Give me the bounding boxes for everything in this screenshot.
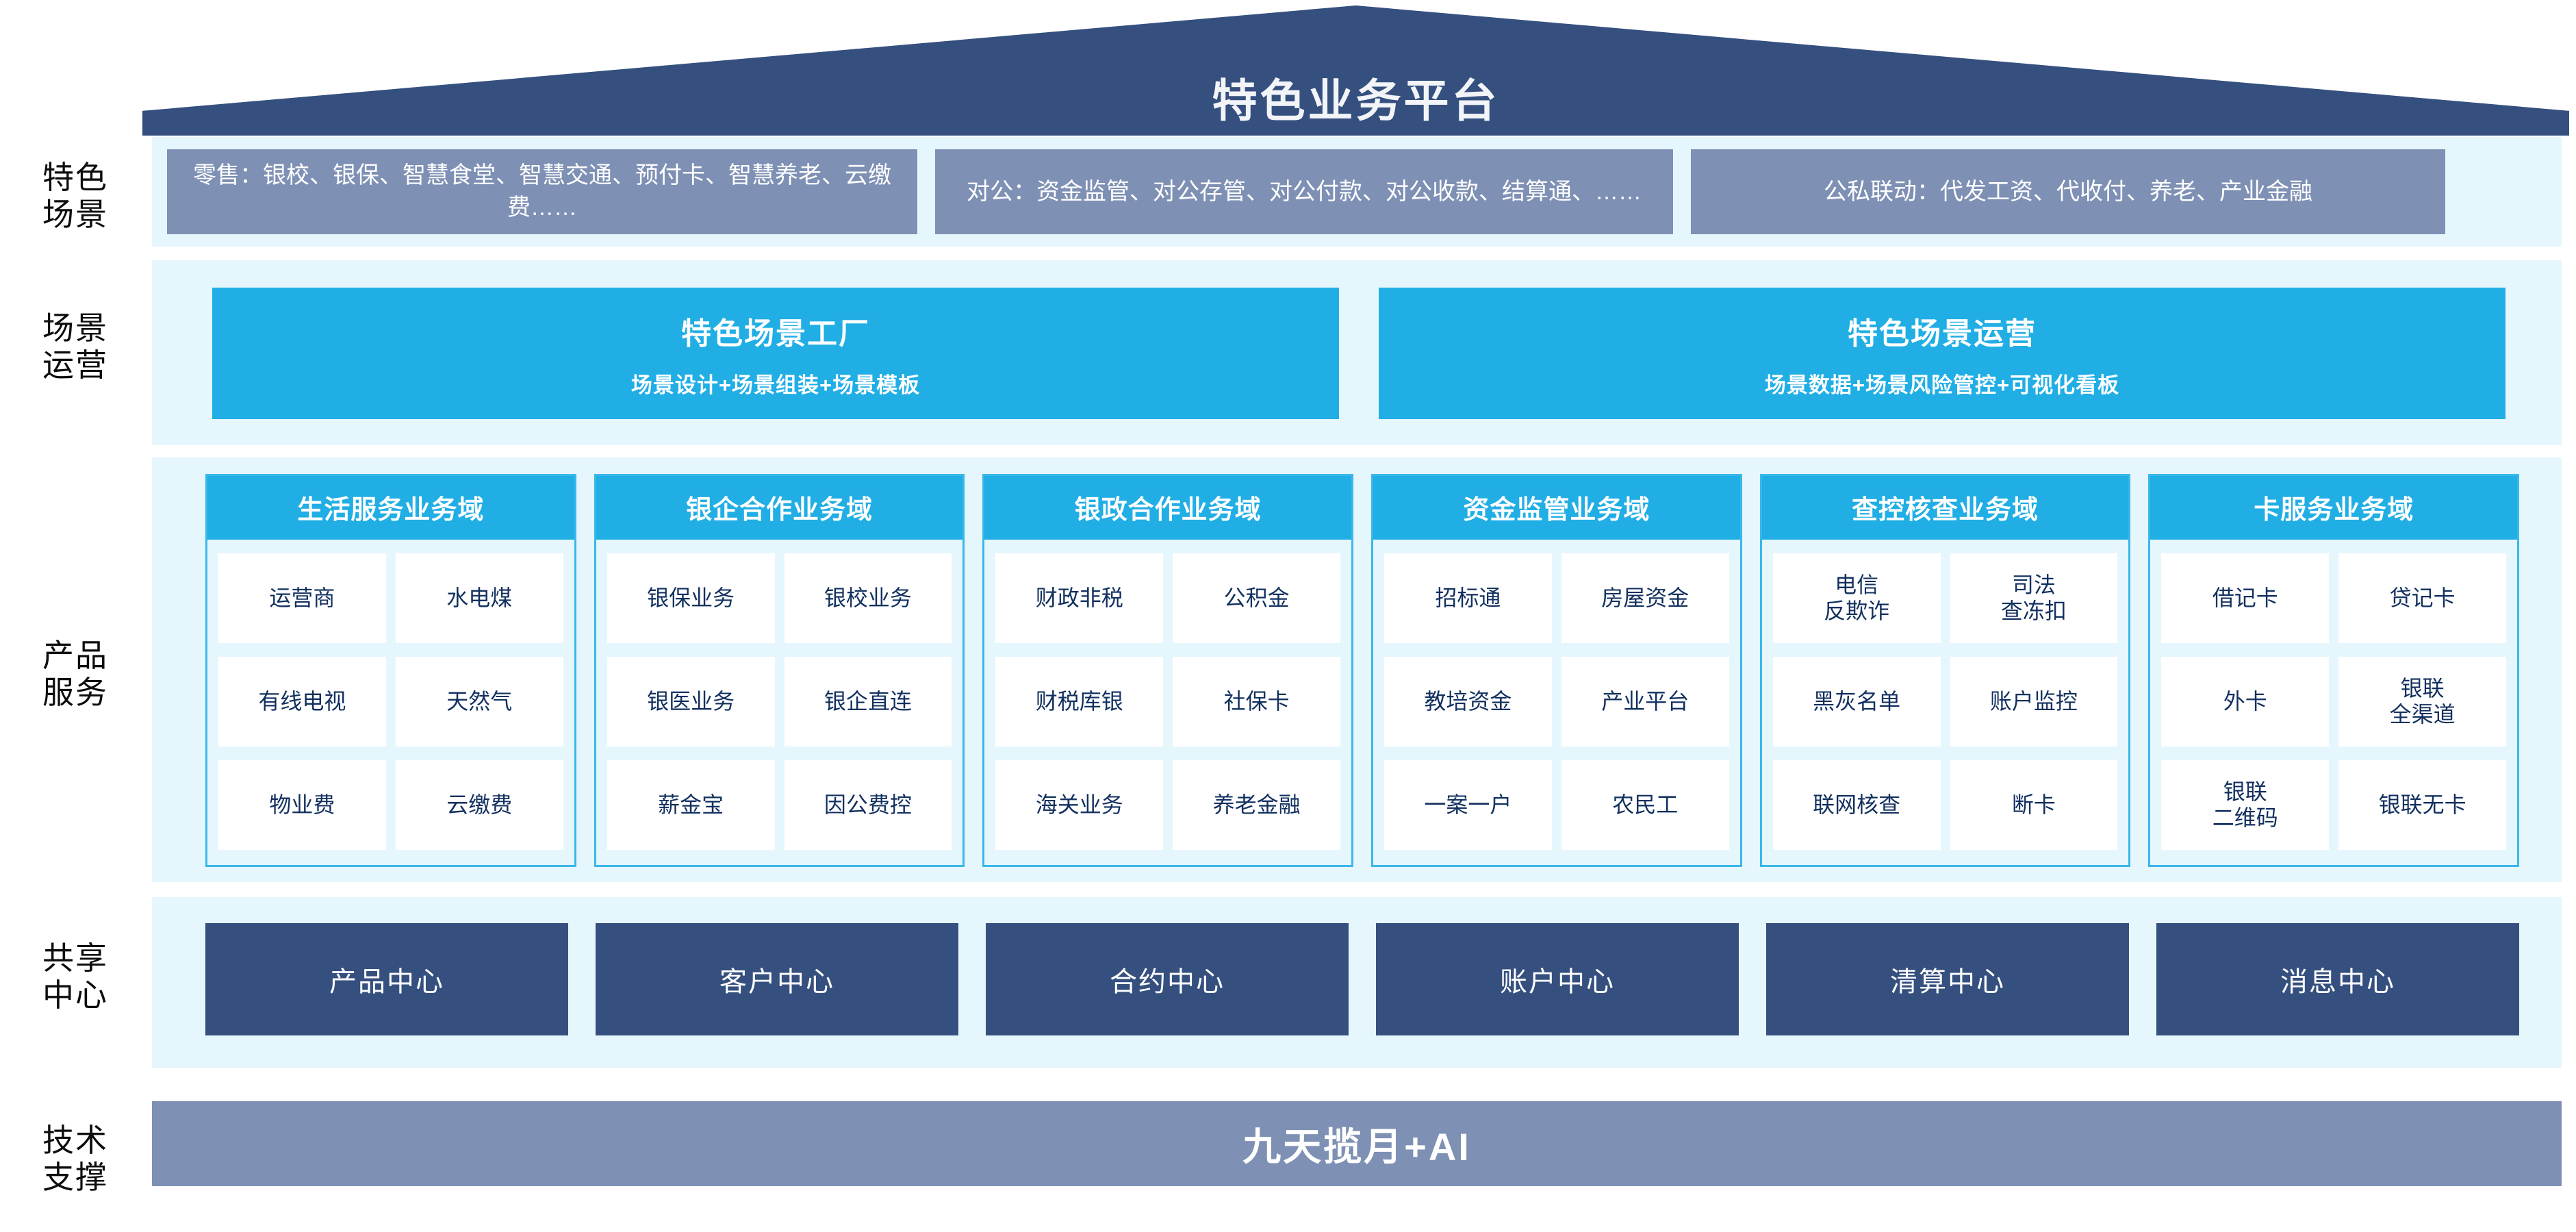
business-domain-cell[interactable]: 银联全渠道 — [2338, 657, 2507, 746]
business-domain-column: 生活服务业务域运营商水电煤有线电视天然气物业费云缴费 — [205, 474, 576, 867]
business-domain-cell[interactable]: 薪金宝 — [607, 760, 775, 850]
row-label-scenario-operations-line-1: 运营 — [42, 347, 108, 384]
business-domain-cell[interactable]: 一案一户 — [1384, 760, 1552, 850]
business-domain-cell[interactable]: 云缴费 — [395, 760, 563, 850]
business-domain-cell[interactable]: 运营商 — [218, 553, 386, 643]
business-domain-cell[interactable]: 产业平台 — [1561, 657, 1729, 746]
row-label-shared-center-line-1: 中心 — [42, 977, 108, 1014]
business-domain-cell[interactable]: 银企直连 — [784, 657, 952, 746]
row-label-shared-center-line-0: 共享 — [42, 940, 108, 976]
business-domain-cell[interactable]: 账户监控 — [1950, 657, 2118, 746]
platform-title: 特色业务平台 — [1212, 75, 1500, 126]
business-domain-column: 资金监管业务域招标通房屋资金教培资金产业平台一案一户农民工 — [1371, 474, 1742, 867]
business-domain-strip: 生活服务业务域运营商水电煤有线电视天然气物业费云缴费银企合作业务域银保业务银校业… — [205, 474, 2520, 867]
business-domain-cell[interactable]: 财政非税 — [995, 553, 1164, 643]
operations-strip: 特色场景工厂 场景设计+场景组装+场景模板 特色场景运营 场景数据+场景风险管控… — [212, 288, 2505, 419]
business-domain-cell[interactable]: 教培资金 — [1384, 657, 1552, 746]
business-domain-cell[interactable]: 因公费控 — [784, 760, 952, 850]
business-domain-cell[interactable]: 黑灰名单 — [1772, 657, 1941, 746]
business-domain-cell[interactable]: 外卡 — [2161, 657, 2330, 746]
business-domain-cell[interactable]: 招标通 — [1384, 553, 1552, 643]
business-domain-column: 查控核查业务域电信反欺诈司法查冻扣黑灰名单账户监控联网核查断卡 — [1759, 474, 2131, 867]
scenario-box-linkage[interactable]: 公私联动：代发工资、代收付、养老、产业金融 — [1691, 149, 2445, 234]
shared-center-box[interactable]: 消息中心 — [2156, 923, 2519, 1035]
operations-factory-title: 特色场景工厂 — [681, 316, 870, 351]
business-domain-title: 银政合作业务域 — [984, 476, 1352, 540]
business-domain-cell-grid: 电信反欺诈司法查冻扣黑灰名单账户监控联网核查断卡 — [1762, 540, 2129, 865]
business-domain-cell[interactable]: 物业费 — [218, 760, 386, 850]
row-label-technical-support-line-0: 技术 — [42, 1122, 108, 1158]
business-domain-cell[interactable]: 房屋资金 — [1561, 553, 1729, 643]
business-domain-cell[interactable]: 银联二维码 — [2161, 760, 2330, 850]
business-domain-cell[interactable]: 有线电视 — [218, 657, 386, 746]
operations-running-title: 特色场景运营 — [1848, 316, 2037, 351]
business-domain-column: 卡服务业务域借记卡贷记卡外卡银联全渠道银联二维码银联无卡 — [2148, 474, 2520, 867]
business-domain-cell[interactable]: 银医业务 — [607, 657, 775, 746]
business-domain-cell[interactable]: 天然气 — [395, 657, 563, 746]
operations-box-factory[interactable]: 特色场景工厂 场景设计+场景组装+场景模板 — [212, 288, 1339, 419]
business-domain-cell[interactable]: 水电煤 — [395, 553, 563, 643]
business-domain-cell-grid: 运营商水电煤有线电视天然气物业费云缴费 — [207, 540, 574, 865]
platform-roof-banner: 特色业务平台 — [142, 5, 2569, 136]
business-domain-cell[interactable]: 财税库银 — [995, 657, 1164, 746]
shared-center-box[interactable]: 合约中心 — [986, 923, 1349, 1035]
operations-box-running[interactable]: 特色场景运营 场景数据+场景风险管控+可视化看板 — [1379, 288, 2505, 419]
shared-center-box[interactable]: 客户中心 — [596, 923, 958, 1035]
business-domain-cell[interactable]: 电信反欺诈 — [1772, 553, 1941, 643]
business-domain-cell[interactable]: 借记卡 — [2161, 553, 2330, 643]
row-label-featured-scenario-line-0: 特色 — [42, 160, 108, 195]
row-label-product-service-line-1: 服务 — [42, 675, 108, 711]
business-domain-cell[interactable]: 农民工 — [1561, 760, 1729, 850]
business-domain-cell[interactable]: 联网核查 — [1772, 760, 1941, 850]
business-domain-cell-grid: 银保业务银校业务银医业务银企直连薪金宝因公费控 — [596, 540, 963, 865]
row-label-scenario-operations: 场景运营 — [8, 310, 142, 384]
business-domain-cell-grid: 借记卡贷记卡外卡银联全渠道银联二维码银联无卡 — [2150, 540, 2517, 865]
business-domain-cell[interactable]: 社保卡 — [1173, 657, 1341, 746]
shared-center-box[interactable]: 产品中心 — [205, 923, 568, 1035]
row-label-product-service-line-0: 产品 — [42, 638, 108, 673]
operations-factory-subtitle: 场景设计+场景组装+场景模板 — [630, 373, 921, 397]
business-domain-cell[interactable]: 断卡 — [1950, 760, 2118, 850]
row-label-shared-center: 共享中心 — [8, 940, 142, 1014]
shared-center-box[interactable]: 账户中心 — [1376, 923, 1739, 1035]
business-domain-cell[interactable]: 公积金 — [1173, 553, 1341, 643]
row-label-technical-support: 技术支撑 — [8, 1122, 142, 1196]
business-domain-cell[interactable]: 银保业务 — [607, 553, 775, 643]
row-label-featured-scenario: 特色场景 — [8, 159, 142, 234]
shared-center-strip: 产品中心客户中心合约中心账户中心清算中心消息中心 — [205, 923, 2519, 1035]
business-domain-title: 查控核查业务域 — [1761, 476, 2129, 540]
shared-center-box[interactable]: 清算中心 — [1766, 923, 2129, 1035]
business-domain-title: 银企合作业务域 — [596, 476, 963, 540]
business-domain-cell[interactable]: 养老金融 — [1173, 760, 1341, 850]
operations-running-subtitle: 场景数据+场景风险管控+可视化看板 — [1764, 373, 2120, 397]
scenario-box-retail[interactable]: 零售：银校、银保、智慧食堂、智慧交通、预付卡、智慧养老、云缴费…… — [167, 149, 917, 234]
business-domain-title: 生活服务业务域 — [207, 476, 574, 540]
business-domain-cell[interactable]: 海关业务 — [995, 760, 1164, 850]
business-domain-title: 资金监管业务域 — [1373, 476, 1740, 540]
row-label-product-service: 产品服务 — [8, 637, 142, 712]
scenario-strip: 零售：银校、银保、智慧食堂、智慧交通、预付卡、智慧养老、云缴费…… 对公：资金监… — [167, 149, 2548, 234]
business-domain-cell-grid: 财政非税公积金财税库银社保卡海关业务养老金融 — [984, 540, 1351, 865]
business-domain-column: 银企合作业务域银保业务银校业务银医业务银企直连薪金宝因公费控 — [594, 474, 965, 867]
row-label-scenario-operations-line-0: 场景 — [42, 310, 108, 346]
business-domain-cell-grid: 招标通房屋资金教培资金产业平台一案一户农民工 — [1373, 540, 1740, 865]
business-domain-column: 银政合作业务域财政非税公积金财税库银社保卡海关业务养老金融 — [982, 474, 1354, 867]
business-domain-cell[interactable]: 银联无卡 — [2338, 760, 2507, 850]
scenario-box-corporate[interactable]: 对公：资金监管、对公存管、对公付款、对公收款、结算通、…… — [935, 149, 1673, 234]
row-label-featured-scenario-line-1: 场景 — [42, 197, 108, 233]
business-domain-cell[interactable]: 银校业务 — [784, 553, 952, 643]
business-domain-cell[interactable]: 司法查冻扣 — [1950, 553, 2118, 643]
business-domain-title: 卡服务业务域 — [2150, 476, 2518, 540]
row-label-technical-support-line-1: 支撑 — [42, 1159, 108, 1196]
business-domain-cell[interactable]: 贷记卡 — [2338, 553, 2507, 643]
technical-support-bar[interactable]: 九天揽月+AI — [152, 1101, 2562, 1186]
